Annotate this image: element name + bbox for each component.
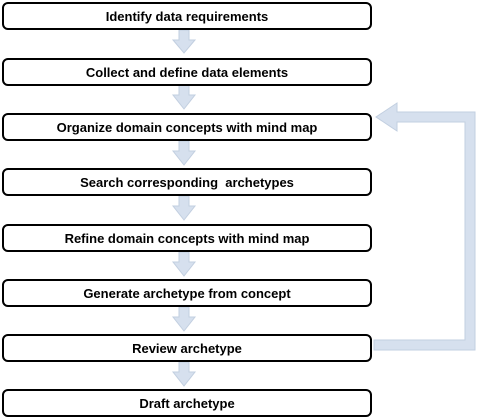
step-draft-archetype: Draft archetype [2, 389, 372, 417]
step-refine-domain-concepts: Refine domain concepts with mind map [2, 224, 372, 252]
step-review-archetype: Review archetype [2, 334, 372, 362]
down-arrow-4 [171, 195, 197, 221]
feedback-loop-arrow [373, 102, 476, 351]
step-organize-domain-concepts: Organize domain concepts with mind map [2, 113, 372, 141]
step-identify-data-requirements: Identify data requirements [2, 2, 372, 30]
down-arrow-7 [171, 361, 197, 387]
down-arrow-2 [171, 84, 197, 110]
down-arrow-6 [171, 306, 197, 332]
down-arrow-1 [171, 29, 197, 54]
step-collect-define-data-elements: Collect and define data elements [2, 58, 372, 86]
step-search-corresponding-archetypes: Search corresponding archetypes [2, 168, 372, 196]
down-arrow-5 [171, 251, 197, 277]
down-arrow-3 [171, 140, 197, 166]
step-generate-archetype: Generate archetype from concept [2, 279, 372, 307]
